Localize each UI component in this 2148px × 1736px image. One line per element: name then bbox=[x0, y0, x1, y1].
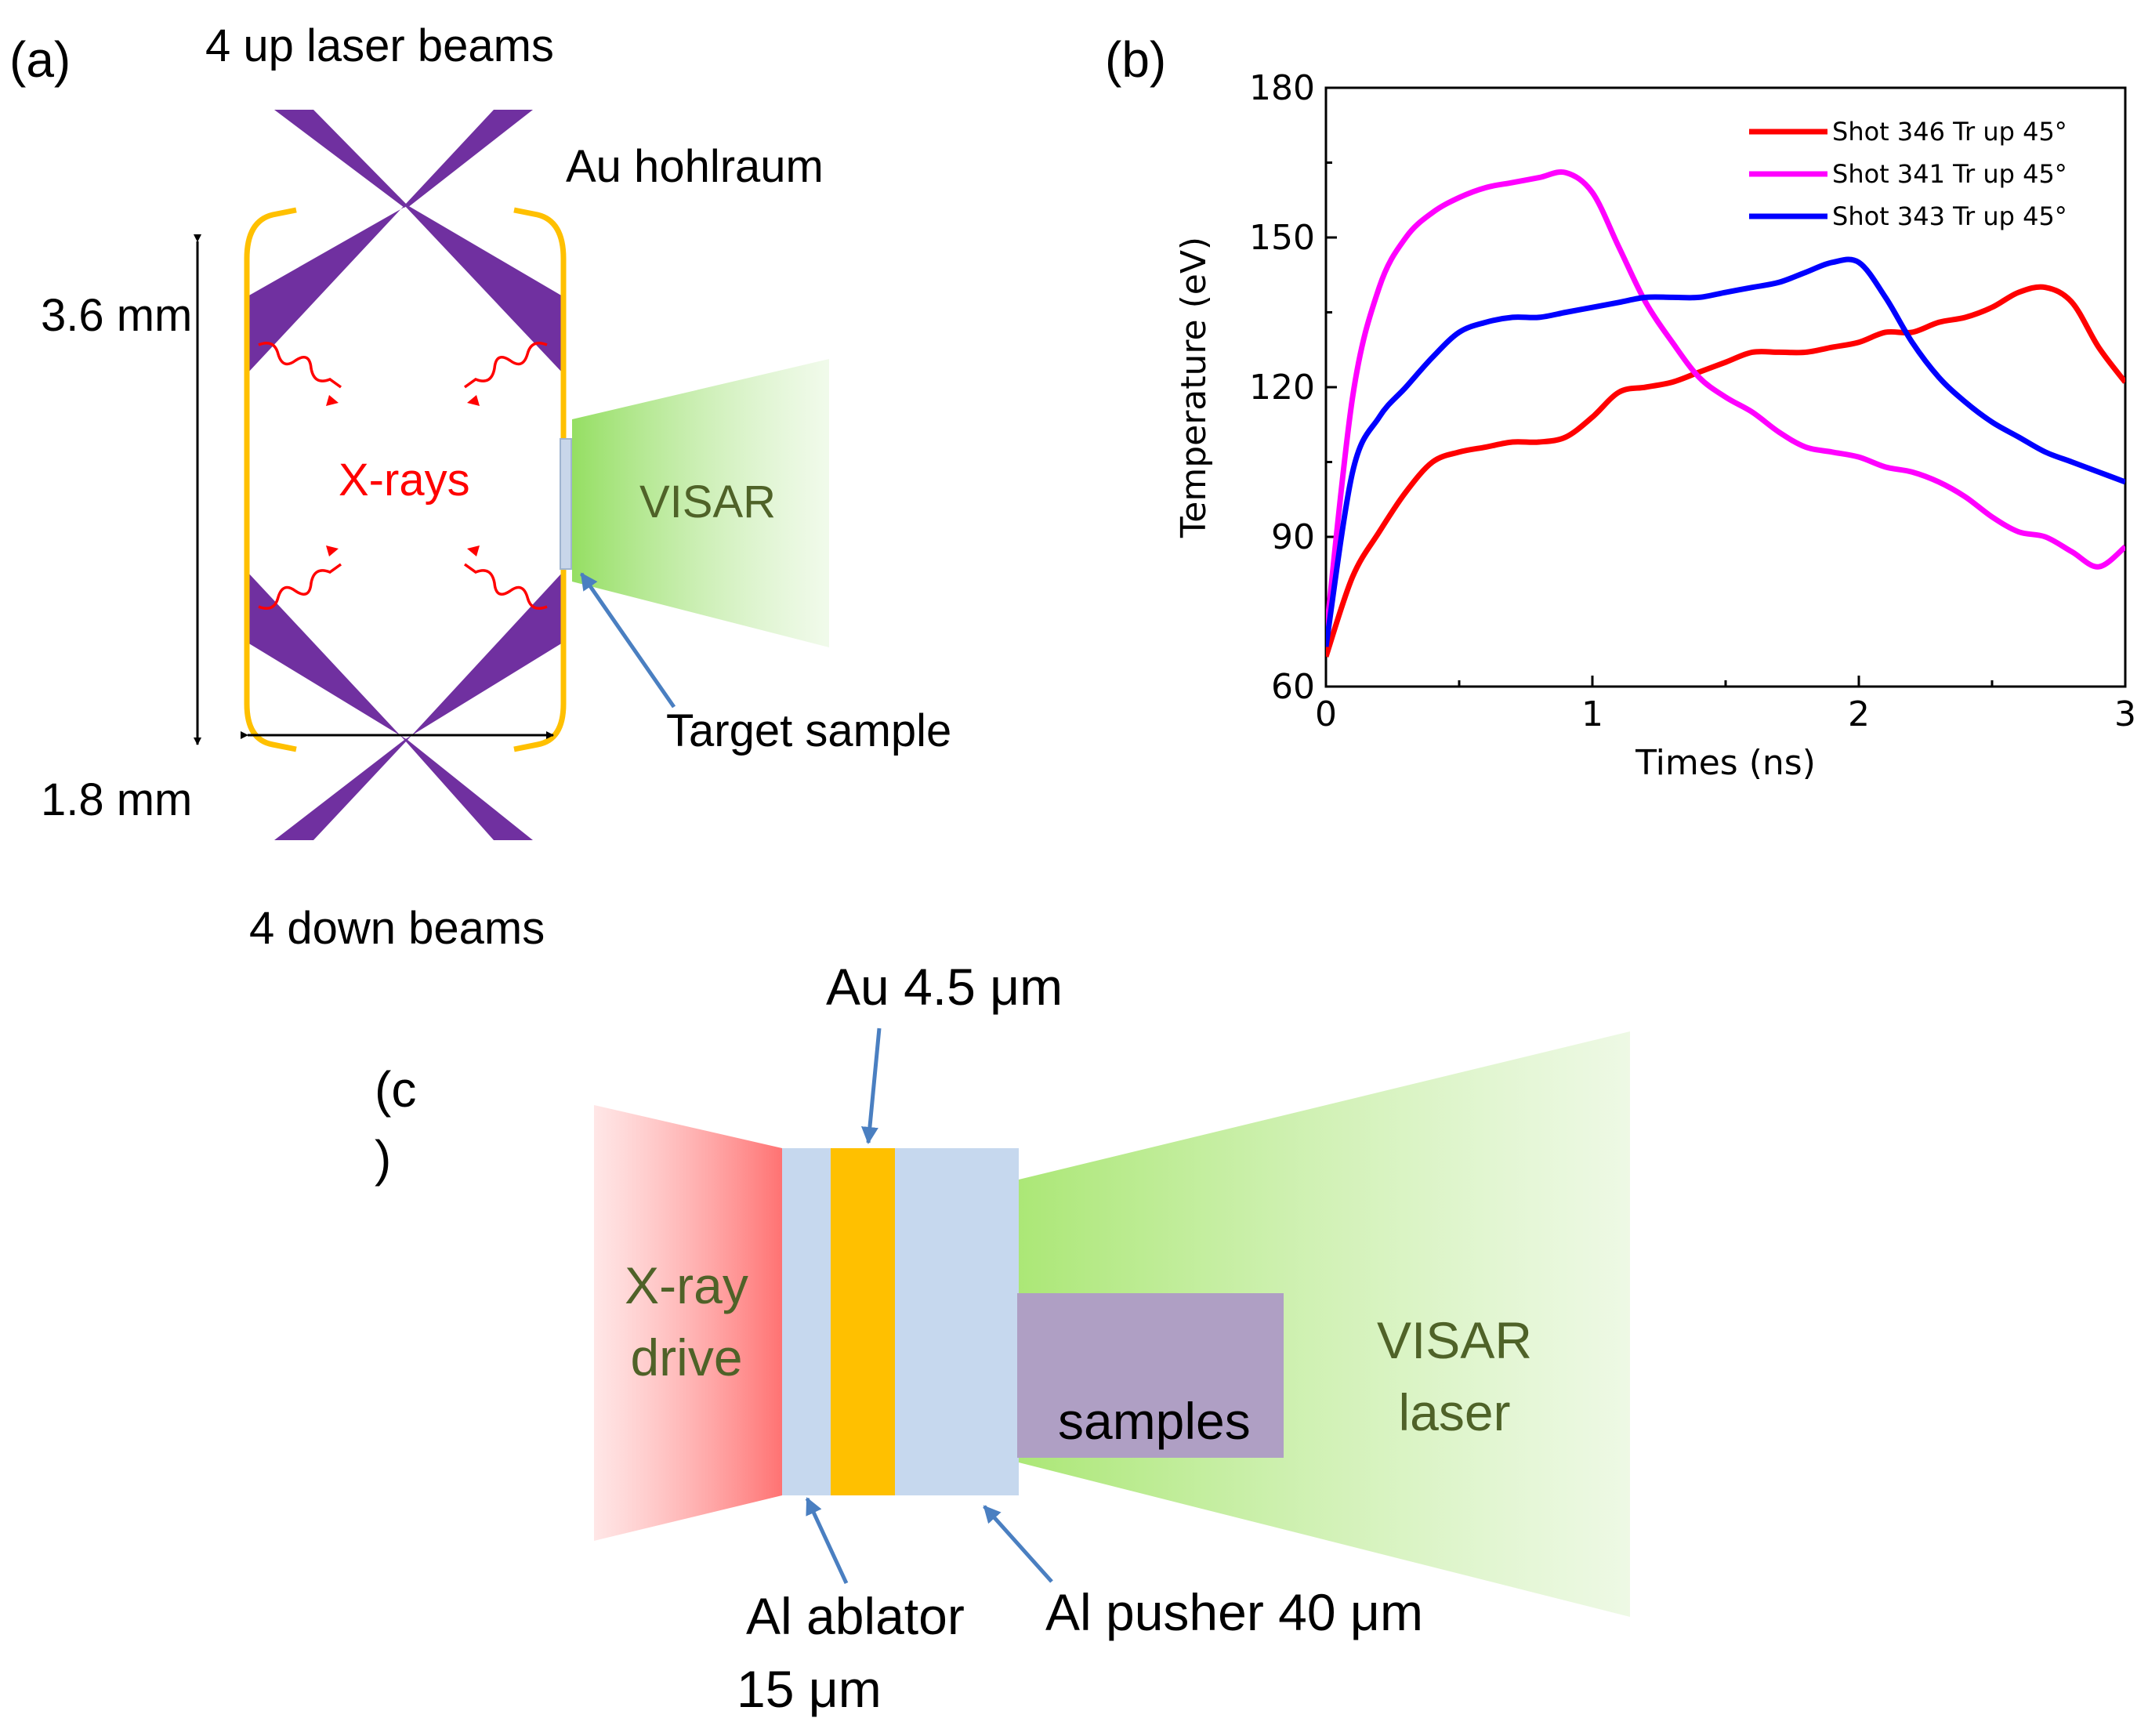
xrays-label: X-rays bbox=[339, 455, 470, 506]
legend-label-3: Shot 343 Tr up 45° bbox=[1832, 201, 2067, 231]
x-tick-label: 1 bbox=[1581, 694, 1603, 734]
panel-a: (a) 4 up laser beams Au hohlraum 3.6 mm … bbox=[9, 20, 951, 954]
legend-label-2: Shot 341 Tr up 45° bbox=[1832, 159, 2067, 189]
hohlraum-label: Au hohlraum bbox=[566, 141, 824, 192]
visar-laser-cone bbox=[1019, 1031, 1630, 1617]
xray-wiggles bbox=[258, 342, 548, 610]
y-tick-label: 150 bbox=[1249, 218, 1315, 258]
up-beams-label: 4 up laser beams bbox=[205, 20, 554, 71]
panel-b-label: (b) bbox=[1105, 31, 1166, 88]
target-sample bbox=[560, 438, 572, 570]
legend-label-1: Shot 346 Tr up 45° bbox=[1832, 117, 2067, 147]
x-tick-label: 3 bbox=[2114, 694, 2136, 734]
al-ablator-layer bbox=[782, 1148, 831, 1495]
target-pointer-arrow bbox=[579, 572, 676, 709]
panel-c-label-line2: ) bbox=[375, 1130, 391, 1187]
x-axis-label: Times (ns) bbox=[1635, 743, 1816, 783]
height-label: 3.6 mm bbox=[41, 290, 192, 341]
visar-laser-label-line2: laser bbox=[1398, 1383, 1510, 1441]
ablator-pointer-arrow bbox=[805, 1497, 849, 1585]
xray-drive-label-line2: drive bbox=[630, 1328, 742, 1386]
au-layer bbox=[831, 1148, 895, 1495]
target-sample-label: Target sample bbox=[666, 705, 951, 756]
ablator-label-line2: 15 μm bbox=[737, 1660, 882, 1718]
visar-cone-small bbox=[572, 359, 829, 647]
ablator-label-line1: Al ablator bbox=[746, 1587, 965, 1645]
xray-drive-cone bbox=[594, 1105, 782, 1541]
series-line-2 bbox=[1326, 169, 2125, 637]
y-tick-label: 180 bbox=[1249, 68, 1315, 108]
width-label: 1.8 mm bbox=[41, 774, 192, 825]
samples-label: samples bbox=[1058, 1392, 1251, 1450]
series-line-3 bbox=[1326, 256, 2125, 647]
y-axis-label: Temperature (eV) bbox=[1174, 237, 1214, 538]
down-beams-label: 4 down beams bbox=[249, 903, 545, 954]
y-tick-label: 60 bbox=[1271, 667, 1315, 707]
pusher-label: Al pusher 40 μm bbox=[1045, 1583, 1423, 1641]
visar-laser-label-line1: VISAR bbox=[1377, 1311, 1532, 1369]
panel-a-label: (a) bbox=[9, 31, 71, 88]
xray-drive-label-line1: X-ray bbox=[625, 1256, 748, 1314]
al-pusher-layer bbox=[895, 1148, 1019, 1495]
lower-beam-cross bbox=[248, 572, 563, 840]
x-tick-label: 0 bbox=[1315, 694, 1337, 734]
series-line-1 bbox=[1326, 284, 2125, 658]
y-tick-label: 120 bbox=[1249, 368, 1315, 408]
pusher-pointer-arrow bbox=[983, 1505, 1053, 1583]
au-label: Au 4.5 μm bbox=[826, 958, 1063, 1016]
panel-c-label-line1: (c bbox=[375, 1061, 416, 1118]
upper-beam-cross bbox=[248, 110, 563, 373]
xray-arrowheads bbox=[326, 395, 480, 556]
samples-block bbox=[1017, 1293, 1284, 1458]
visar-label: VISAR bbox=[639, 477, 776, 527]
x-tick-label: 2 bbox=[1848, 694, 1870, 734]
hohlraum-left bbox=[244, 207, 297, 752]
panel-c: (c ) X-ray drive samples VISAR laser Au … bbox=[375, 958, 1630, 1718]
au-pointer-arrow bbox=[860, 1027, 882, 1144]
y-tick-label: 90 bbox=[1271, 517, 1315, 557]
